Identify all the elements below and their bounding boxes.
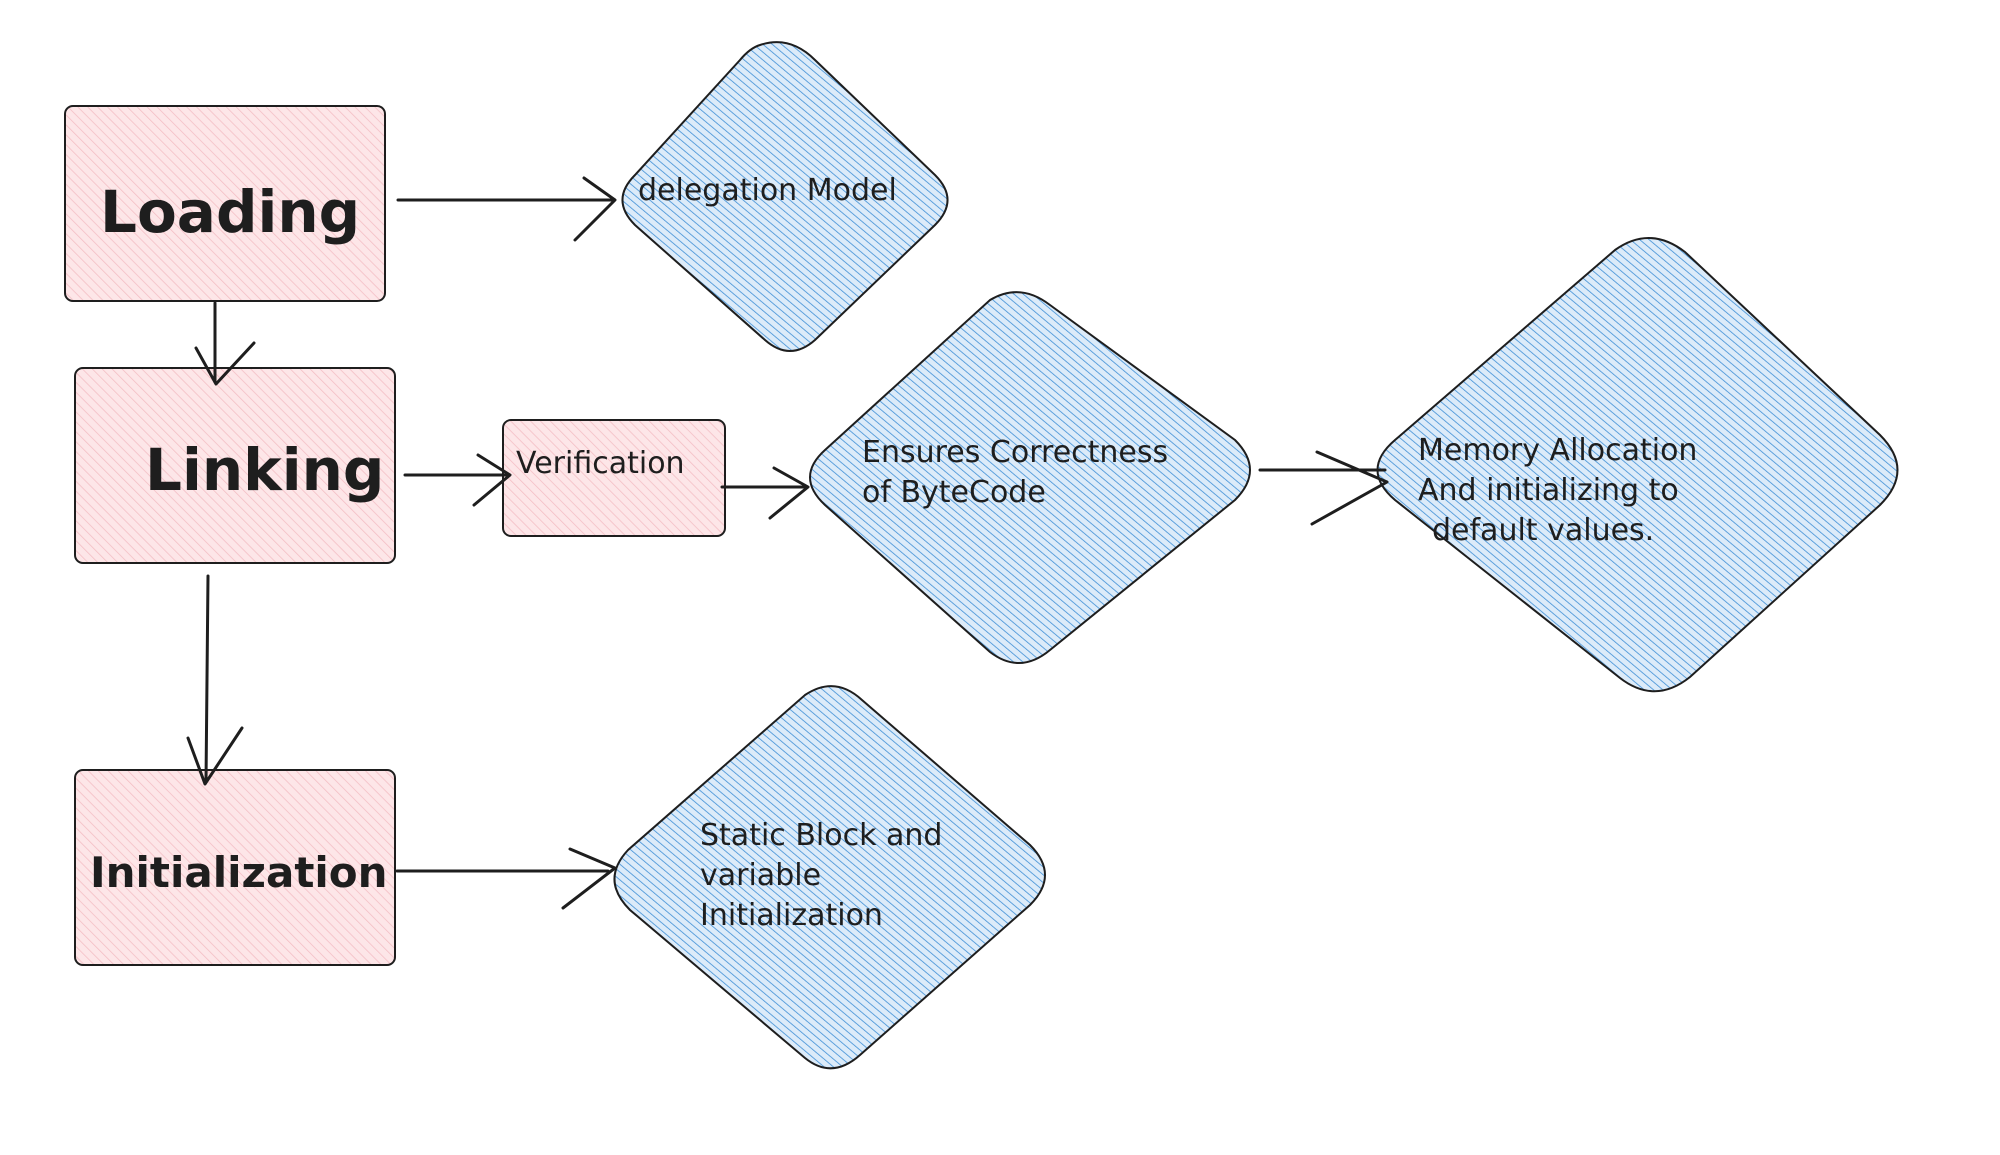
linking-label: Linking — [145, 436, 384, 504]
arrow-correctness-to-memory — [1258, 450, 1389, 526]
correctness-label-line2: of ByteCode — [862, 475, 1046, 510]
loading-label: Loading — [100, 178, 360, 246]
static-block-label-line3: Initialization — [700, 898, 883, 933]
arrow-loading-to-delegation — [396, 176, 617, 242]
memory-node[interactable]: Memory Allocation And initializing to de… — [1376, 237, 1899, 693]
linking-box — [74, 367, 396, 564]
verification-node[interactable]: Verification — [502, 419, 726, 537]
static-block-label-line2: variable — [700, 858, 821, 893]
memory-label-line2: And initializing to — [1418, 473, 1679, 508]
initialization-label: Initialization — [90, 848, 388, 897]
arrow-linking-to-verification — [403, 453, 512, 507]
verification-box — [502, 419, 726, 537]
loading-node[interactable]: Loading — [64, 105, 386, 302]
verification-label: Verification — [516, 446, 685, 481]
initialization-node[interactable]: Initialization — [74, 769, 396, 966]
delegation-label: delegation Model — [638, 173, 897, 208]
initialization-box — [74, 769, 396, 966]
memory-label-line3: default values. — [1432, 513, 1654, 548]
loading-box — [64, 105, 386, 302]
static-block-node[interactable]: Static Block and variable Initialization — [613, 685, 1046, 1070]
arrow-linking-to-initialization — [186, 574, 244, 786]
arrow-verification-to-correctness — [720, 466, 810, 520]
static-block-label-line1: Static Block and — [700, 818, 942, 853]
correctness-diamond — [809, 291, 1251, 664]
correctness-node[interactable]: Ensures Correctness of ByteCode — [809, 291, 1251, 664]
linking-node[interactable]: Linking — [74, 367, 396, 564]
arrow-loading-to-linking — [194, 301, 256, 386]
delegation-node[interactable]: delegation Model — [621, 41, 949, 352]
static-block-diamond — [613, 685, 1046, 1070]
delegation-diamond — [621, 41, 949, 352]
correctness-label-line1: Ensures Correctness — [862, 435, 1168, 470]
arrow-initialization-to-static-block — [395, 847, 617, 910]
memory-label-line1: Memory Allocation — [1418, 433, 1697, 468]
